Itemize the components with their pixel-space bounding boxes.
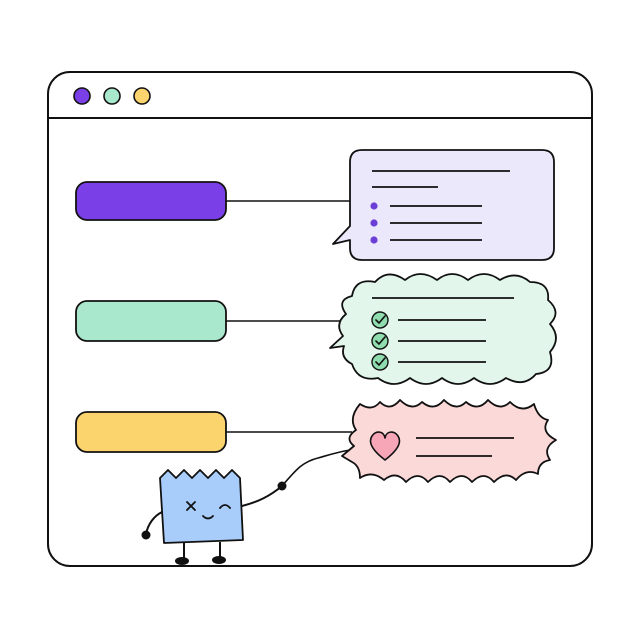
- bubble-purple: [332, 149, 555, 261]
- bullet-dot: [370, 219, 378, 227]
- pill-mint[interactable]: [75, 300, 227, 342]
- mascot-body: [159, 469, 244, 544]
- mascot-foot-right: [212, 556, 226, 564]
- check-circle-icon: [371, 311, 389, 329]
- mascot-hand-raised: [277, 481, 287, 491]
- mascot-character: [141, 449, 351, 565]
- row-yellow: [75, 399, 557, 483]
- pill-purple[interactable]: [75, 181, 227, 221]
- check-circle-icon: [371, 353, 389, 371]
- bullet-dot: [370, 202, 378, 210]
- heart-icon: [369, 431, 401, 461]
- bubble-mint-cloud: [329, 273, 557, 385]
- check-circle-icon: [371, 332, 389, 350]
- row-mint: [75, 273, 557, 385]
- mascot-eye-wink: [219, 504, 231, 509]
- window-control-yellow[interactable]: [133, 87, 151, 105]
- row-purple: [75, 149, 555, 261]
- mascot-hand-lowered: [141, 530, 151, 540]
- pill-yellow[interactable]: [75, 411, 227, 453]
- bullet-dot: [370, 236, 378, 244]
- window-control-mint[interactable]: [103, 87, 121, 105]
- mascot-smile: [202, 515, 214, 520]
- window-control-purple[interactable]: [73, 87, 91, 105]
- bubble-pink-burst: [341, 399, 557, 483]
- mascot-foot-left: [175, 557, 189, 565]
- mascot-eye-x: [186, 501, 196, 511]
- pointer-cable: [281, 449, 351, 487]
